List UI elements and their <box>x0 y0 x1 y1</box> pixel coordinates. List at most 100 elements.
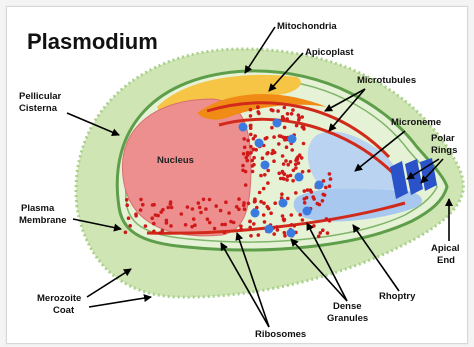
plasmodium-diagram: Plasmodium Nucleus Mitochondria Apicopla… <box>7 7 467 343</box>
ribosome-dot <box>246 151 250 155</box>
ribosome-dot <box>298 213 302 217</box>
dense-granule <box>303 207 312 216</box>
ribosome-dot <box>302 142 306 146</box>
ribosome-dot <box>125 203 129 207</box>
label-apicoplast: Apicoplast <box>305 47 354 58</box>
ribosome-dot <box>246 139 250 143</box>
ribosome-dot <box>321 193 325 197</box>
ribosome-dot <box>301 218 305 222</box>
diagram-title: Plasmodium <box>27 29 158 54</box>
ribosome-dot <box>242 137 246 141</box>
ribosome-dot <box>281 214 285 218</box>
ribosome-dot <box>204 207 208 211</box>
dense-granule <box>251 209 260 218</box>
ribosome-dot <box>294 166 298 170</box>
ribosome-dot <box>242 152 246 156</box>
ribosome-dot <box>272 135 276 139</box>
ribosome-dot <box>295 124 299 128</box>
ribosome-dot <box>281 154 285 158</box>
ribosome-dot <box>229 220 233 224</box>
ribosome-dot <box>294 191 298 195</box>
ribosome-dot <box>269 211 273 215</box>
ribosome-dot <box>161 229 165 233</box>
ribosome-dot <box>213 227 217 231</box>
ribosome-dot <box>199 211 203 215</box>
diagram-frame: Plasmodium Nucleus Mitochondria Apicopla… <box>6 6 468 344</box>
pointer-merozoite-2 <box>89 297 151 307</box>
ribosome-dot <box>169 224 173 228</box>
ribosome-dot <box>152 222 156 226</box>
ribosome-dot <box>251 170 255 174</box>
ribosome-dot <box>134 214 138 218</box>
ribosome-dot <box>291 179 295 183</box>
ribosome-dot <box>307 169 311 173</box>
ribosome-dot <box>170 206 174 210</box>
ribosome-dot <box>289 160 293 164</box>
dense-granule <box>261 161 270 170</box>
ribosome-dot <box>321 228 325 232</box>
ribosome-dot <box>223 223 227 227</box>
ribosome-dot <box>301 170 305 174</box>
ribosome-dot <box>319 231 323 235</box>
ribosome-dot <box>251 164 255 168</box>
ribosome-dot <box>252 222 256 226</box>
ribosome-dot <box>286 163 290 167</box>
ribosome-dot <box>273 201 277 205</box>
dense-granule <box>295 173 304 182</box>
ribosome-dot <box>249 133 253 137</box>
label-plasma: Plasma <box>21 203 55 214</box>
ribosome-dot <box>263 220 267 224</box>
ribosome-dot <box>223 231 227 235</box>
label-rings: Rings <box>431 145 457 156</box>
ribosome-dot <box>291 108 295 112</box>
ribosome-dot <box>202 198 206 202</box>
ribosome-dot <box>286 112 290 116</box>
ribosome-dot <box>325 217 329 221</box>
ribosome-dot <box>328 172 332 176</box>
ribosome-dot <box>281 116 285 120</box>
ribosome-dot <box>297 118 301 122</box>
dense-granule <box>287 229 296 238</box>
ribosome-dot <box>272 232 276 236</box>
label-microtubules: Microtubules <box>357 75 416 86</box>
ribosome-dot <box>262 187 266 191</box>
ribosome-dot <box>249 108 253 112</box>
ribosome-dot <box>257 233 261 237</box>
ribosome-dot <box>249 145 253 149</box>
ribosome-dot <box>328 219 332 223</box>
ribosome-dot <box>161 208 165 212</box>
dense-granule <box>288 135 297 144</box>
ribosome-dot <box>283 138 287 142</box>
ribosome-dot <box>127 216 131 220</box>
ribosome-dot <box>244 156 248 160</box>
ribosome-dot <box>191 207 195 211</box>
ribosome-dot <box>285 145 289 149</box>
ribosome-dot <box>266 169 270 173</box>
ribosome-dot <box>324 186 328 190</box>
ribosome-dot <box>328 184 332 188</box>
label-ribosomes: Ribosomes <box>255 329 306 340</box>
ribosome-dot <box>254 148 258 152</box>
ribosome-dot <box>297 113 301 117</box>
ribosome-dot <box>241 164 245 168</box>
ribosome-dot <box>256 110 260 114</box>
dense-granule <box>315 181 324 190</box>
label-end: End <box>437 255 455 266</box>
ribosome-dot <box>224 200 228 204</box>
ribosome-dot <box>283 172 287 176</box>
dense-granule <box>265 225 274 234</box>
ribosome-dot <box>266 205 270 209</box>
label-coat: Coat <box>53 305 75 316</box>
ribosome-dot <box>197 201 201 205</box>
ribosome-dot <box>190 225 194 229</box>
ribosome-dot <box>281 177 285 181</box>
ribosome-dot <box>283 126 287 130</box>
ribosome-dot <box>249 114 253 118</box>
ribosome-dot <box>249 124 253 128</box>
label-apical: Apical <box>431 243 460 254</box>
ribosome-dot <box>286 174 290 178</box>
label-cisterna: Cisterna <box>19 103 58 114</box>
ribosome-dot <box>139 208 143 212</box>
ribosome-dot <box>277 142 281 146</box>
ribosome-dot <box>256 106 260 110</box>
